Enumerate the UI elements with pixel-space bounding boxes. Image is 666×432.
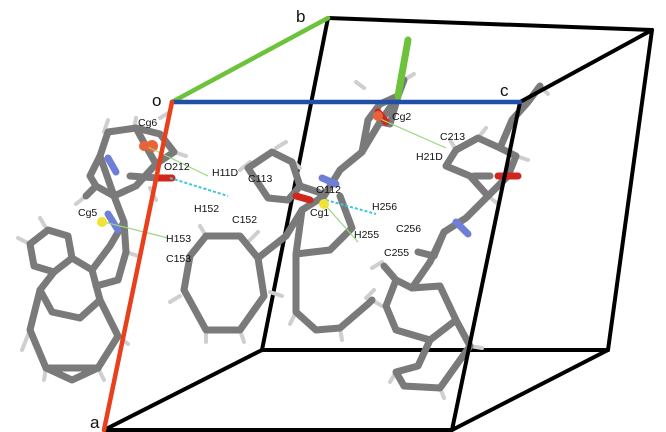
centroid-cg6 xyxy=(139,141,149,151)
label-cg5: Cg5 xyxy=(78,207,97,219)
contact-cg2-h21d xyxy=(377,117,447,149)
label-c256: C256 xyxy=(396,223,421,235)
contact-cg6-h11d xyxy=(145,145,209,177)
contact-cg5-h153 xyxy=(103,221,169,239)
cell-edge-c-far xyxy=(450,100,522,432)
centroid-cg2 xyxy=(373,111,383,121)
label-h153: H153 xyxy=(166,233,191,245)
axis-label-b: b xyxy=(296,7,305,26)
molecule-left xyxy=(16,110,188,384)
unit-cell-front xyxy=(102,28,654,432)
contact-o112-h256 xyxy=(325,199,377,215)
atom-labels: Cg6 Cg2 O212 H11D C113 O112 Cg1 H152 C15… xyxy=(78,111,465,265)
label-cg2: Cg2 xyxy=(392,111,411,123)
axis-a-line xyxy=(101,99,175,432)
cell-edge-bottom-right xyxy=(450,348,610,432)
label-h11d: H11D xyxy=(212,167,238,179)
label-c213: C213 xyxy=(440,131,465,143)
cell-edge-c-b xyxy=(518,28,654,104)
contact-cg1-h255 xyxy=(325,205,359,243)
axis-b-line xyxy=(169,15,331,105)
oxygen-atom xyxy=(146,140,158,152)
label-o112: O112 xyxy=(316,184,341,196)
centroid-cg1 xyxy=(319,199,329,209)
label-c153: C153 xyxy=(166,253,191,265)
centroid-cg5 xyxy=(97,217,107,227)
label-o212: O212 xyxy=(164,161,190,173)
axis-label-o: o xyxy=(152,91,161,110)
contact-o212-h152 xyxy=(169,177,229,197)
label-h21d: H21D xyxy=(416,151,443,163)
cell-edge-a-b xyxy=(102,348,264,432)
label-h256: H256 xyxy=(372,201,397,213)
cell-edge-b-top xyxy=(326,16,654,32)
label-h152: H152 xyxy=(194,203,219,215)
axis-label-a: a xyxy=(90,413,100,432)
label-h255: H255 xyxy=(354,229,379,241)
label-c255: C255 xyxy=(384,247,409,259)
contact-lines xyxy=(103,117,447,243)
centroids xyxy=(97,111,383,227)
chlorine-bond xyxy=(394,36,412,100)
label-c152: C152 xyxy=(232,214,257,226)
label-cg6: Cg6 xyxy=(138,117,157,129)
cell-edge-b-right xyxy=(606,28,654,352)
label-c113: C113 xyxy=(248,173,272,185)
label-cg1: Cg1 xyxy=(310,207,329,219)
unit-cell-back xyxy=(260,16,654,352)
axis-label-c: c xyxy=(500,81,509,100)
